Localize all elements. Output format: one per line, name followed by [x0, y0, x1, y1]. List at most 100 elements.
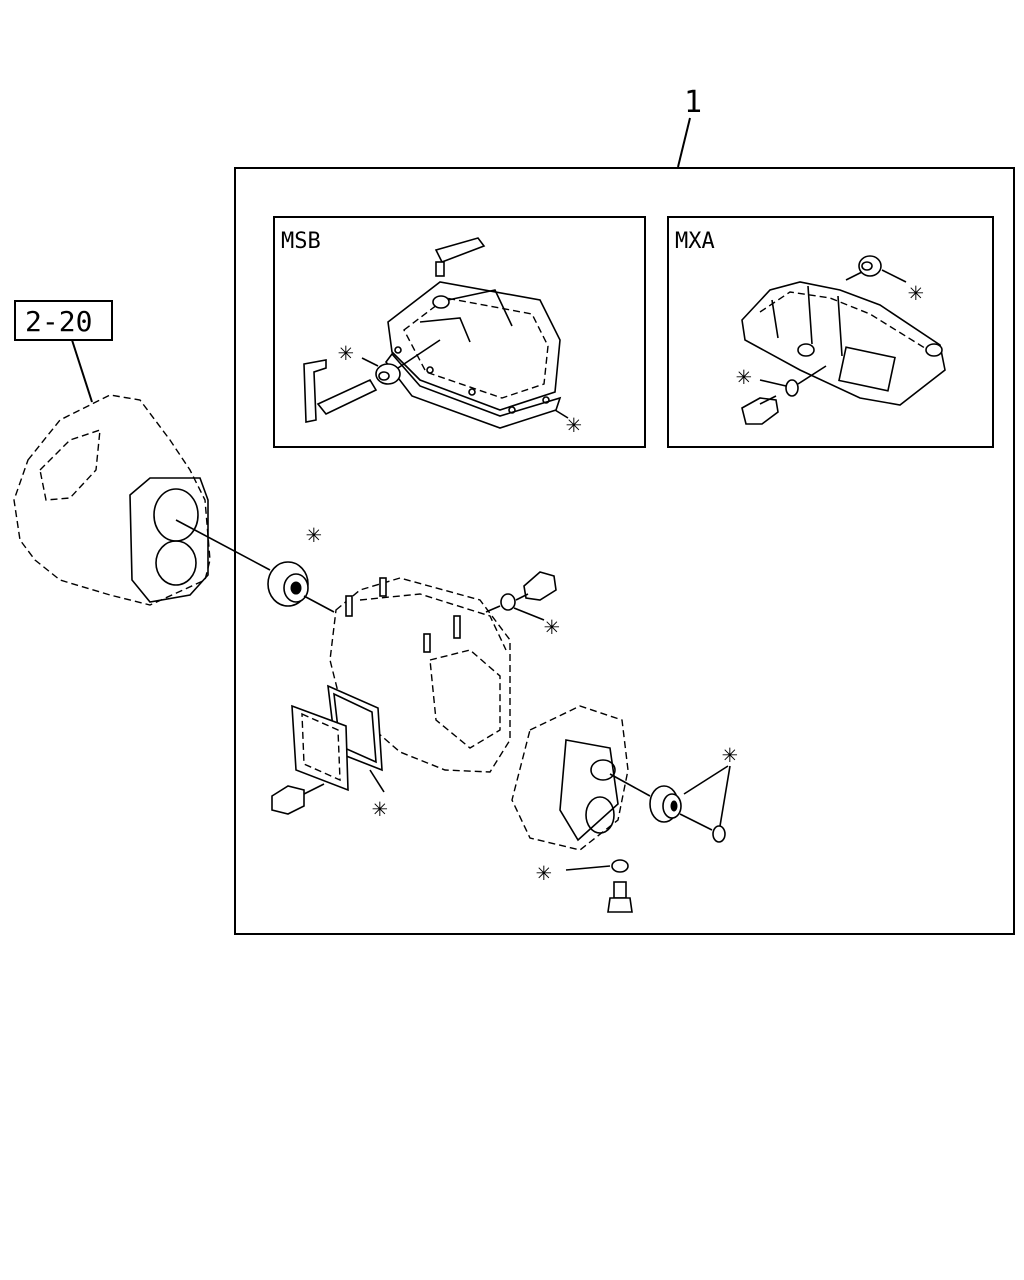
side-gasket-asterisk-leader	[369, 769, 385, 793]
mxa-housing-edge	[759, 291, 929, 351]
bottom-washer-asterisk-leader	[565, 865, 611, 871]
front-bearing-asterisk: ✳	[306, 519, 322, 549]
clutch-bearing-leader	[175, 519, 271, 571]
msb-inset-label: MSB	[281, 229, 321, 254]
msb-gasket-hole	[468, 388, 476, 396]
mxa-inset-label: MXA	[675, 229, 715, 254]
msb-shift-lever	[434, 237, 486, 264]
msb-cover-boss	[432, 295, 450, 309]
mxa-washer	[785, 379, 799, 397]
mxa-bolt-shank	[759, 395, 777, 405]
mxa-bolt	[741, 397, 779, 425]
bottom-washer-asterisk: ✳	[536, 857, 552, 887]
msb-gasket-hole	[426, 366, 434, 374]
bottom-bolt-head	[607, 897, 633, 913]
clutch-housing-flange	[129, 477, 209, 603]
msb-pin	[316, 378, 378, 415]
clutch-housing-bore-upper	[153, 488, 199, 542]
msb-gasket-asterisk-leader	[554, 409, 569, 419]
msb-cover-rib	[419, 317, 471, 343]
msb-cover-plate	[387, 281, 561, 411]
rear-housing	[511, 705, 651, 851]
mxa-inset-frame	[667, 216, 994, 448]
side-cover-bolt-shank	[303, 783, 325, 795]
mxa-asterisk-leader-2	[759, 379, 787, 387]
transmission-case-end-face	[429, 649, 501, 749]
reference-box	[14, 300, 113, 341]
case-side-asterisk-leader	[513, 607, 545, 621]
rear-bearing-asterisk-leader-2	[719, 765, 731, 827]
bottom-washer	[611, 859, 629, 873]
rear-housing-flange	[559, 739, 619, 842]
rear-housing-outline	[511, 705, 629, 851]
msb-bracket	[303, 359, 327, 423]
msb-asterisk-mark-1: ✳	[338, 337, 354, 367]
reference-box-label: 2-20	[25, 305, 92, 338]
rear-bearing-asterisk-leader-1	[683, 765, 729, 795]
rear-housing-leader	[609, 773, 651, 797]
side-gasket-asterisk: ✳	[372, 793, 388, 823]
clutch-housing-recess	[39, 428, 101, 501]
msb-gasket-hole	[508, 406, 516, 414]
mxa-washer-leader	[797, 365, 827, 385]
mxa-top-bushing	[858, 255, 882, 277]
side-cover-inner	[301, 712, 341, 782]
mxa-housing-ribs	[771, 285, 843, 357]
msb-asterisk-mark-2: ✳	[566, 409, 582, 439]
mxa-inset: MXA ✳ ✳	[667, 216, 994, 448]
clutch-housing	[13, 394, 271, 606]
case-side-bolt-shank	[515, 593, 529, 601]
bottom-fastener-group: ✳	[536, 857, 633, 913]
rear-bearing-asterisk: ✳	[722, 739, 738, 769]
mxa-asterisk-mark-1: ✳	[908, 277, 924, 307]
msb-asterisk-leader	[361, 357, 379, 367]
reference-leader	[71, 339, 93, 403]
side-cover	[291, 704, 349, 792]
assembly-frame	[234, 167, 1015, 935]
msb-inset: MSB ✳ ✳	[273, 216, 646, 448]
rear-housing-bore	[590, 759, 616, 781]
msb-cover-inner-edge	[403, 297, 549, 399]
mxa-asterisk-leader-1	[881, 269, 907, 283]
rear-o-ring	[712, 825, 726, 843]
rear-housing-opening	[585, 796, 615, 834]
rear-bearing-group: ✳	[649, 739, 738, 843]
rear-bearing-leader	[679, 813, 713, 831]
case-stud	[379, 577, 387, 597]
side-cover-group: ✳	[271, 684, 388, 823]
clutch-housing-bore-lower	[155, 540, 197, 586]
mxa-side-block	[838, 346, 896, 392]
mxa-boss	[797, 343, 815, 357]
case-stud	[453, 615, 461, 639]
mxa-asterisk-mark-2: ✳	[736, 361, 752, 391]
mxa-housing	[741, 281, 946, 406]
front-bearing-bore	[290, 581, 302, 595]
transmission-case-top-edge	[359, 593, 507, 651]
msb-cover-rib-2	[447, 289, 513, 327]
case-stud	[345, 595, 353, 617]
bottom-bolt-shank	[613, 881, 627, 899]
case-side-asterisk: ✳	[544, 611, 560, 641]
msb-lever-pin	[435, 261, 445, 277]
msb-bushing-bore	[378, 371, 390, 381]
mxa-boss	[925, 343, 943, 357]
case-side-washer-leader	[485, 605, 501, 613]
mxa-top-bushing-leader	[845, 271, 863, 281]
mxa-top-bushing-bore	[861, 261, 873, 271]
msb-gasket-hole	[542, 396, 550, 404]
front-bearing: ✳	[267, 519, 335, 613]
assembly-number-leader	[677, 117, 691, 168]
msb-bushing-leader	[397, 339, 441, 369]
side-cover-bolt	[271, 785, 305, 815]
msb-inset-frame	[273, 216, 646, 448]
rear-bearing-bore	[670, 800, 678, 812]
case-side-washer	[500, 593, 516, 611]
case-side-bolt	[523, 571, 557, 601]
clutch-housing-outline	[13, 394, 211, 606]
case-stud	[423, 633, 431, 653]
assembly-number-label: 1	[684, 85, 702, 120]
msb-gasket-hole	[394, 346, 402, 354]
front-bearing-leader	[303, 595, 335, 613]
